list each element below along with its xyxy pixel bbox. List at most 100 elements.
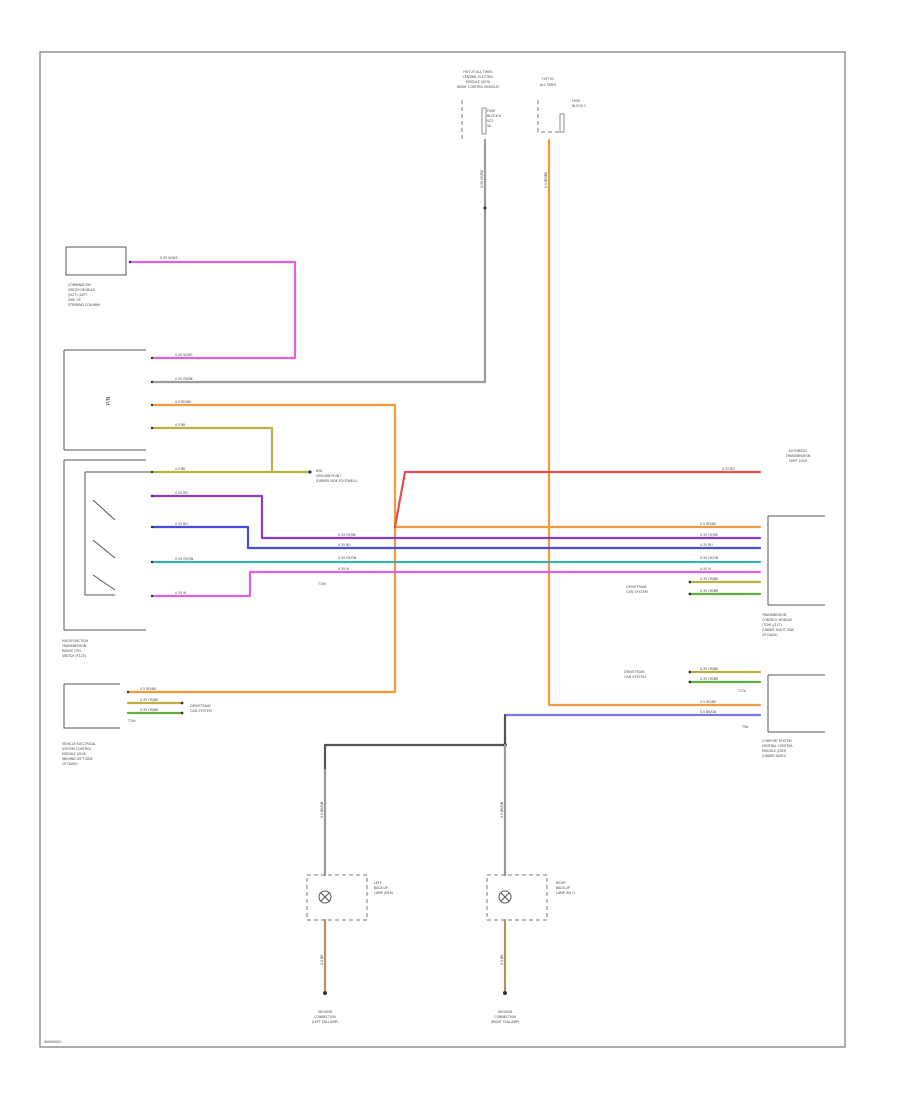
svg-text:CONNECTION: CONNECTION	[314, 1015, 336, 1019]
svg-text:(BODY CONTROL MODULE): (BODY CONTROL MODULE)	[457, 85, 500, 89]
wire-label-grey-vertical: 0.35 GY/RD	[480, 169, 484, 188]
svg-text:STEERING COLUMN): STEERING COLUMN)	[68, 303, 100, 307]
svg-text:HOT AT ALL TIMES: HOT AT ALL TIMES	[463, 70, 492, 74]
connector-pin	[483, 206, 487, 210]
svg-text:AUTOMATIC: AUTOMATIC	[789, 449, 809, 453]
svg-text:(RIGHT TAILLAMP): (RIGHT TAILLAMP)	[491, 1020, 520, 1024]
svg-text:0.35 VI: 0.35 VI	[700, 567, 711, 571]
fuse-right-element	[559, 113, 565, 133]
svg-text:FUSE: FUSE	[572, 99, 580, 103]
svg-text:ALL TIMES: ALL TIMES	[540, 83, 556, 87]
onboard-supply-enclosure	[63, 683, 120, 729]
svg-text:CAN SYSTEM: CAN SYSTEM	[626, 590, 648, 594]
svg-text:(UNDER RIGHT SIDE: (UNDER RIGHT SIDE	[762, 628, 794, 632]
wire-label-switch-red: 0.35 RD	[175, 491, 188, 495]
supply-can-note: DRIVETRAIN CAN SYSTEM	[190, 704, 212, 713]
svg-text:BLOCK B: BLOCK B	[487, 114, 501, 118]
onboard-supply-label: VEHICLE ELECTRICAL SYSTEM CONTROL MODULE…	[62, 742, 96, 766]
svg-text:BACK-UP: BACK-UP	[556, 886, 570, 890]
svg-text:HOT IN: HOT IN	[542, 77, 554, 81]
svg-text:GROUND POINT: GROUND POINT	[316, 474, 341, 478]
svg-text:5A: 5A	[487, 124, 492, 128]
backup-relay-label: AUTOMATIC TRANSMISSION SHIFT LOCK	[785, 449, 811, 463]
top-right-label: HOT IN ALL TIMES	[540, 77, 556, 87]
svg-text:SIDE OF: SIDE OF	[68, 298, 81, 302]
switch-contact-rail	[84, 472, 115, 596]
svg-text:DRIVETRAIN: DRIVETRAIN	[624, 670, 645, 674]
cluster-can-note: DRIVETRAIN CAN SYSTEM	[624, 670, 646, 679]
svg-text:0.35 VI: 0.35 VI	[338, 567, 349, 571]
svg-text:CENTRAL ELECTRIC: CENTRAL ELECTRIC	[463, 75, 495, 79]
svg-text:LEFT: LEFT	[374, 881, 382, 885]
svg-text:0.35 OR/BK: 0.35 OR/BK	[700, 667, 719, 671]
svg-text:0.35 BU: 0.35 BU	[700, 543, 713, 547]
supply-can-wires: 0.35 OR/BK 0.35 OR/BR	[126, 698, 184, 715]
svg-text:COMFORT SYSTEM: COMFORT SYSTEM	[762, 739, 792, 743]
light-switch-label: MULTIFUNCTION TRANSMISSION RANGE (TR) SW…	[61, 639, 88, 658]
splice-label-t5b: T5b	[741, 725, 748, 729]
page-label: W0000000	[44, 1040, 61, 1044]
wire-label-switch-olive: 0.5 BK	[175, 423, 186, 427]
svg-text:0.35 GY/BK: 0.35 GY/BK	[338, 533, 357, 537]
wire-label-lower-orange: 0.5 RD/BU	[700, 700, 717, 704]
svg-text:0.35 OR/BR: 0.35 OR/BR	[140, 708, 159, 712]
right-ground-label: GROUND CONNECTION (RIGHT TAILLAMP)	[491, 1010, 520, 1024]
wire-label-switch-orange: 0.5 RD/BU	[175, 400, 192, 404]
svg-text:OF DASH): OF DASH)	[62, 762, 78, 766]
svg-text:COMBINATION: COMBINATION	[68, 283, 91, 287]
combination-switch-label: COMBINATION SWITCH MODULE (J527) (LEFT S…	[68, 283, 100, 307]
svg-text:0.35 GY/BK: 0.35 GY/BK	[700, 533, 719, 537]
svg-text:(BEHIND LEFT SIDE: (BEHIND LEFT SIDE	[62, 757, 93, 761]
svg-text:(DRIVER SIDE FOOTWELL): (DRIVER SIDE FOOTWELL)	[316, 479, 357, 483]
svg-text:BLOCK C: BLOCK C	[572, 104, 587, 108]
svg-text:SHIFT LOCK: SHIFT LOCK	[789, 459, 808, 463]
svg-text:MODULE (J519): MODULE (J519)	[466, 80, 490, 84]
wire-violet-top	[150, 494, 762, 540]
ground-connector	[308, 470, 312, 474]
svg-text:0.35 OR/BK: 0.35 OR/BK	[700, 577, 719, 581]
wire-label-combo-pink: 0.35 VI/WS	[160, 256, 177, 260]
svg-text:0.35 OR/BR: 0.35 OR/BR	[700, 589, 719, 593]
svg-text:B/W: B/W	[316, 469, 323, 473]
svg-text:SWITCH (F125): SWITCH (F125)	[62, 654, 86, 658]
svg-text:(LEFT TAILLAMP): (LEFT TAILLAMP)	[312, 1020, 338, 1024]
svg-text:0.5 RD/BU: 0.5 RD/BU	[700, 522, 717, 526]
left-ground-point	[323, 991, 327, 995]
wire-olive-switch	[150, 426, 274, 474]
wire-label-supply-orange: 0.5 RD/BU	[140, 687, 157, 691]
left-bulb-filament	[320, 892, 330, 902]
fuse-left-label: FUSE BLOCK B SC2 5A	[487, 109, 501, 128]
top-left-label: HOT AT ALL TIMES CENTRAL ELECTRIC MODULE…	[457, 70, 500, 89]
svg-text:(TCM) (J217): (TCM) (J217)	[762, 623, 782, 627]
diagram-frame	[39, 51, 846, 1048]
svg-text:CONNECTION: CONNECTION	[494, 1015, 516, 1019]
left-backup-lamp-label: LEFT BACK-UP LAMP (M16)	[374, 881, 393, 895]
svg-text:GROUND: GROUND	[498, 1010, 513, 1014]
splice-label-t10c: T10c	[127, 719, 136, 723]
wire-red-relay	[393, 470, 762, 529]
svg-text:RANGE (TR): RANGE (TR)	[62, 649, 81, 653]
wire-label-right-ground: 0.5 BR	[500, 954, 504, 965]
switch-pins	[126, 260, 154, 694]
cluster-enclosure	[767, 674, 825, 733]
svg-text:FUSE: FUSE	[487, 109, 495, 113]
range-switch-enclosure-lower	[63, 459, 146, 631]
wire-label-lamp-feed: 0.5 BK/GN	[700, 710, 717, 714]
wire-label-switch-grey: 0.35 GY/BK	[175, 377, 194, 381]
svg-text:SWITCH MODULE: SWITCH MODULE	[68, 288, 95, 292]
wire-lamp-branch	[323, 713, 507, 772]
svg-text:CONTROL MODULE: CONTROL MODULE	[762, 618, 792, 622]
wire-label-switch-pink: 0.35 VI/WS	[175, 353, 192, 357]
wire-label-switch-violet: 0.35 VI	[175, 591, 186, 595]
switch-contact-arms	[92, 499, 116, 591]
wire-label-orange-vertical: 0.5 RD/BU	[544, 171, 548, 188]
svg-text:LAMP (M17): LAMP (M17)	[556, 891, 575, 895]
wire-label-left-lamp-feed: 0.5 BK/GN	[320, 801, 324, 818]
svg-text:CAN SYSTEM: CAN SYSTEM	[190, 709, 212, 713]
svg-text:SC2: SC2	[487, 119, 493, 123]
svg-text:CENTRAL CONTROL: CENTRAL CONTROL	[762, 744, 793, 748]
svg-text:0.35 OR/BR: 0.35 OR/BR	[700, 677, 719, 681]
fuse-right-label: FUSE BLOCK C	[572, 99, 587, 108]
svg-text:GROUND: GROUND	[318, 1010, 333, 1014]
svg-text:TRANSMISSION: TRANSMISSION	[785, 454, 811, 458]
